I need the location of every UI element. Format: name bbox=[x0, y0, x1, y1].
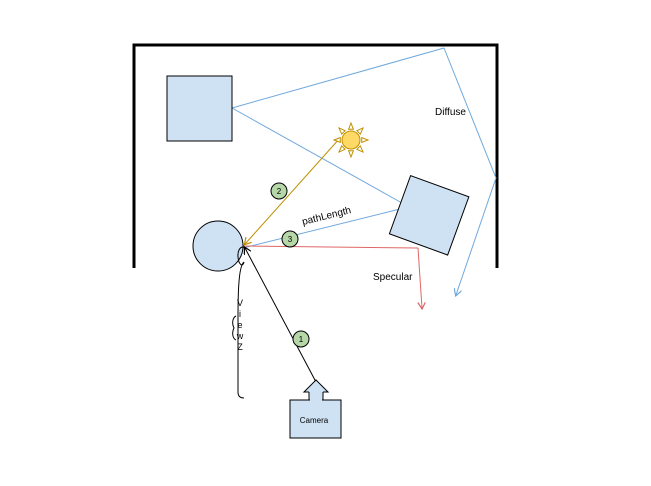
svg-text:3: 3 bbox=[288, 235, 293, 244]
camera-ray bbox=[245, 248, 317, 383]
sun-ray bbox=[347, 121, 355, 130]
sun-ray bbox=[361, 136, 370, 144]
sun-icon bbox=[332, 121, 370, 159]
marker-3: 3 bbox=[281, 230, 299, 248]
light-ray bbox=[245, 137, 341, 244]
diffuse-label: Diffuse bbox=[435, 107, 466, 118]
sphere bbox=[192, 220, 244, 272]
room-walls bbox=[132, 43, 499, 268]
specular-label: Specular bbox=[373, 272, 413, 283]
sun-ray bbox=[332, 136, 341, 144]
specular-ray-path bbox=[242, 245, 422, 308]
camera-icon bbox=[289, 379, 342, 439]
hit-point-curve bbox=[237, 246, 247, 266]
svg-text:1: 1 bbox=[299, 335, 304, 344]
sun-ray bbox=[347, 150, 355, 159]
marker-1: 1 bbox=[292, 330, 310, 348]
path-length-ray bbox=[242, 207, 405, 249]
view-z-brace bbox=[232, 315, 237, 341]
camera-label: Camera bbox=[300, 416, 329, 425]
diffuse-ray-path bbox=[231, 47, 497, 295]
sun-ray bbox=[337, 145, 346, 154]
sun-ray bbox=[356, 145, 365, 154]
sun-ray bbox=[337, 126, 346, 135]
sun-ray bbox=[356, 126, 365, 135]
svg-text:2: 2 bbox=[277, 187, 282, 196]
box-top-left bbox=[166, 75, 233, 142]
marker-2: 2 bbox=[270, 182, 288, 200]
view-z-bracket bbox=[237, 261, 245, 399]
path-length-label: pathLength bbox=[301, 205, 352, 228]
box-rotated bbox=[388, 174, 470, 256]
